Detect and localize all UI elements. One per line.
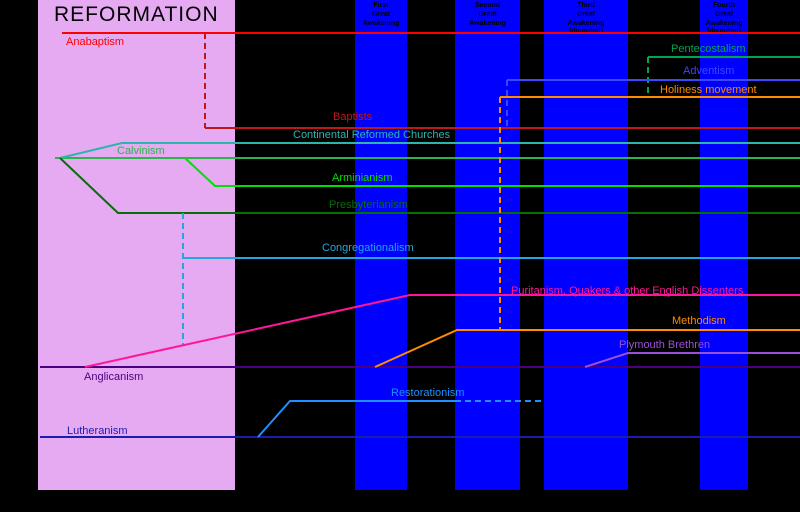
reformation-band: REFORMATION [38,0,235,490]
continental-reformed-line [59,142,800,159]
pentecostalism-label: Pentecostalism [671,43,746,55]
second-great-awakening-band: Second Great Awakening [455,0,520,490]
methodism-line [374,329,800,368]
plymouth-brethren-line [584,352,800,368]
fourth-great-awakening-label: Fourth Great Awakening (disputed) [705,2,743,36]
third-great-awakening-band: Third Great Awakening (disputed) [544,0,628,490]
calvinism-label: Calvinism [117,145,165,157]
presbyterianism-line [59,157,800,214]
restorationism-line [257,400,455,438]
presbyterianism-label: Presbyterianism [329,199,408,211]
puritanism-line [84,294,800,368]
holiness-movement-label: Holiness movement [660,84,757,96]
first-great-awakening-label: First Great Awakening [362,2,400,27]
arminianism-label: Arminianism [332,172,393,184]
arminianism-line [184,157,800,187]
first-great-awakening-band: First Great Awakening [355,0,407,490]
second-great-awakening-label: Second Great Awakening [469,2,506,27]
baptists-label: Baptists [333,111,373,123]
congregationalism-label: Congregationalism [322,242,414,254]
anabaptism-label: Anabaptism [66,36,125,48]
diagram-title: REFORMATION [54,3,219,26]
third-great-awakening-label: Third Great Awakening (disputed) [567,2,605,36]
anglicanism-label: Anglicanism [84,371,144,383]
adventism-label: Adventism [683,65,735,77]
lutheranism-label: Lutheranism [67,425,128,437]
continental-reformed-label: Continental Reformed Churches [293,129,451,141]
restorationism-label: Restorationism [391,387,465,399]
fourth-great-awakening-band: Fourth Great Awakening (disputed) [700,0,748,490]
methodism-label: Methodism [672,315,726,327]
plymouth-brethren-label: Plymouth Brethren [619,339,711,351]
puritanism-dissenters-label: Puritanism, Quakers & other English Diss… [511,285,744,297]
